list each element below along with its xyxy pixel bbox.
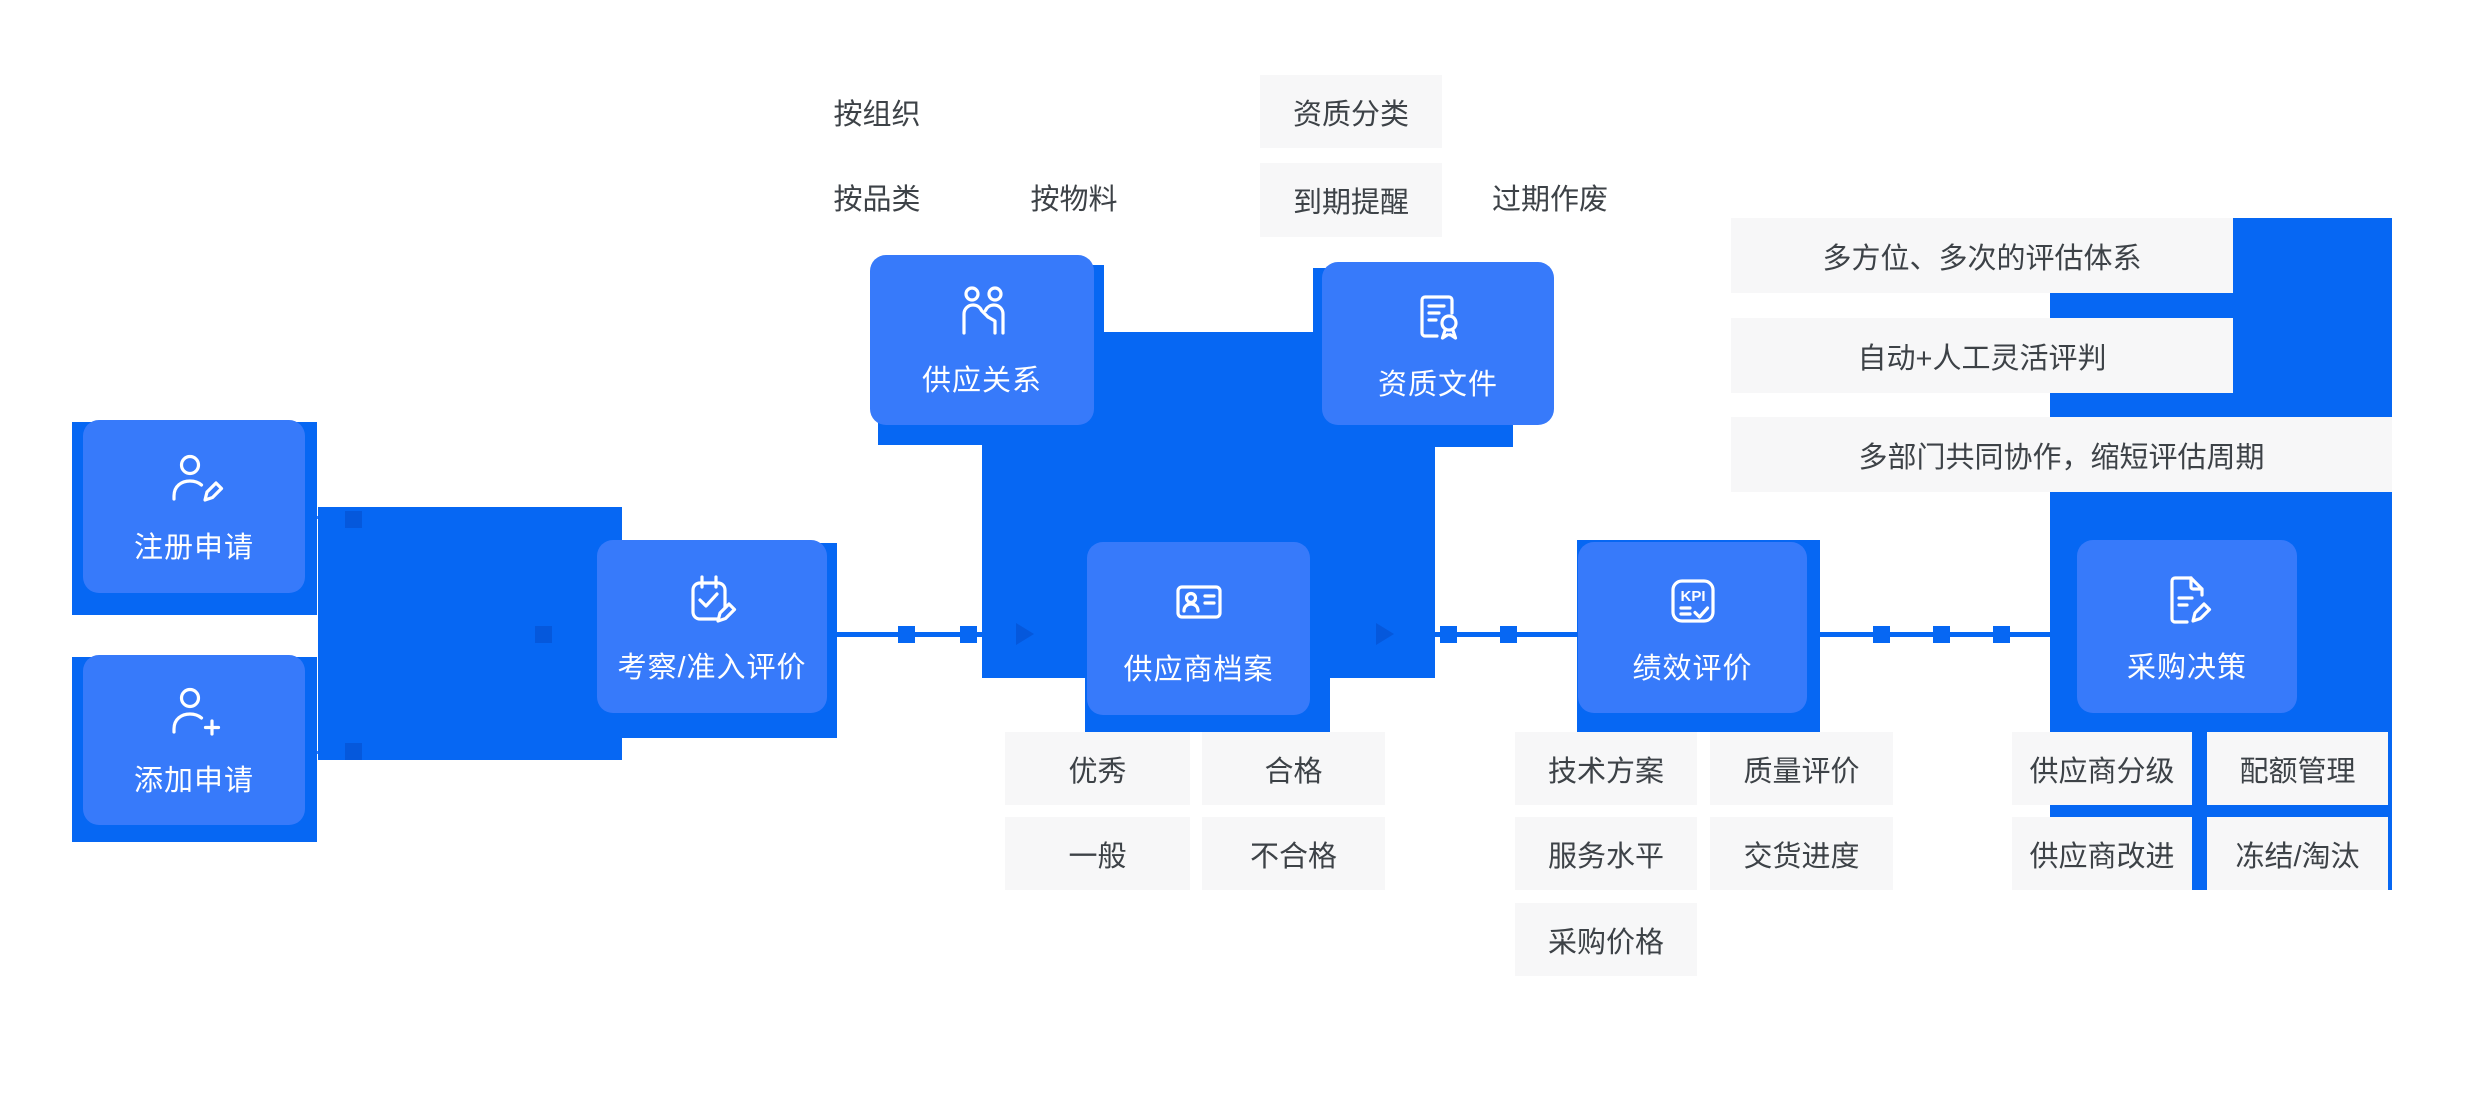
flow-arrow-icon [1016,623,1034,645]
label-by-category: 按品类 [833,184,921,216]
node-supply-relation: 供应关系 [870,255,1094,425]
node-label: 供应商档案 [1123,653,1274,686]
feature-item: 自动+人工灵活评判 [1731,318,2233,393]
performance-dimension-tag: 采购价格 [1515,903,1697,976]
archive-grade-tag: 不合格 [1202,817,1385,890]
kpi-icon: KPI [1661,569,1725,633]
node-add-request: 添加申请 [83,655,305,825]
node-qualification-files: 资质文件 [1322,262,1554,425]
flow-band-center-top [1103,332,1313,445]
flow-arrow-icon [1376,623,1394,645]
archive-grade-tag: 合格 [1202,732,1385,805]
node-register-request: 注册申请 [83,420,305,593]
audit-calendar-icon [680,568,744,632]
archive-grade-tag: 一般 [1005,817,1190,890]
handshake-icon [950,281,1014,345]
decision-action-tag: 冻结/淘汰 [2207,817,2388,890]
node-procurement-decision: 采购决策 [2077,540,2297,713]
feature-item: 多部门共同协作，缩短评估周期 [1731,417,2392,492]
connector-square [1933,626,1950,643]
connector-square [1500,626,1517,643]
performance-dimension-tag: 服务水平 [1515,817,1697,890]
node-label: 供应关系 [921,365,1042,397]
performance-dimension-tag: 质量评价 [1710,732,1893,805]
connector-node-square [345,743,362,760]
node-label: 注册申请 [133,531,254,564]
node-review-evaluation: 考察/准入评价 [597,540,827,713]
flow-band-left [318,507,622,760]
svg-text:KPI: KPI [1680,588,1705,605]
decision-action-tag: 配额管理 [2207,732,2388,805]
label-by-organization: 按组织 [833,99,921,131]
connector-square [1440,626,1457,643]
node-performance-evaluation: KPI 绩效评价 [1578,542,1807,713]
label-qualification-classify: 资质分类 [1260,75,1442,148]
user-edit-icon [162,448,226,512]
feature-item: 多方位、多次的评估体系 [1731,218,2233,293]
node-label: 资质文件 [1377,368,1498,401]
label-expired-void: 过期作废 [1491,184,1608,216]
archive-grade-tag: 优秀 [1005,732,1190,805]
performance-dimension-tag: 交货进度 [1710,817,1893,890]
user-add-icon [162,681,226,745]
decision-action-tag: 供应商改进 [2012,817,2192,890]
connector-square [1873,626,1890,643]
connector-square [960,626,977,643]
connector-node-square [345,511,362,528]
decision-action-tag: 供应商分级 [2012,732,2192,805]
performance-dimension-tag: 技术方案 [1515,732,1697,805]
document-edit-icon [2155,568,2219,632]
connector-square [898,626,915,643]
node-label: 绩效评价 [1632,652,1753,685]
label-by-material: 按物料 [1030,184,1118,216]
node-label: 考察/准入评价 [617,651,807,684]
node-supplier-archive: 供应商档案 [1087,542,1310,715]
id-card-icon [1167,570,1231,634]
label-expiry-reminder: 到期提醒 [1260,163,1442,237]
node-label: 采购决策 [2126,651,2247,684]
connector-node-square [535,626,552,643]
connector-square [1993,626,2010,643]
certificate-icon [1406,285,1470,349]
node-label: 添加申请 [133,765,254,797]
